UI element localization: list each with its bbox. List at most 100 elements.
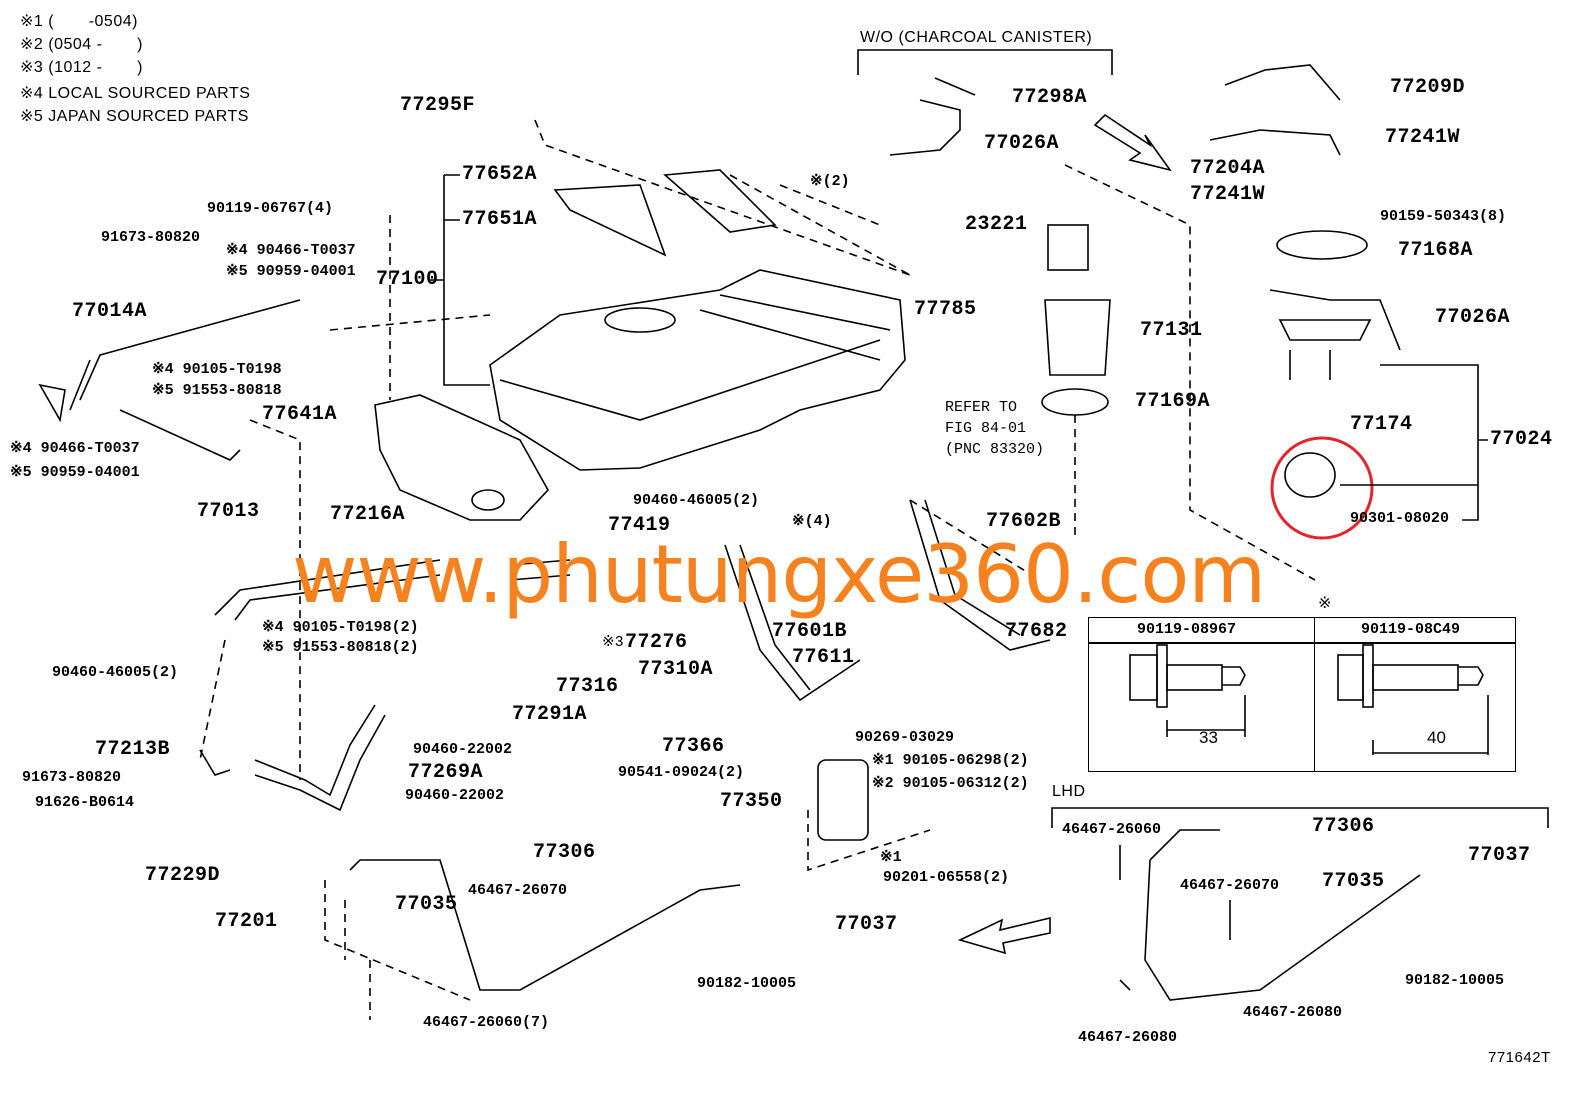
part-label[interactable]: 77366 <box>662 735 725 758</box>
bolt-part-2[interactable]: 90119-08C49 <box>1361 621 1461 638</box>
variant-note: W/O (CHARCOAL CANISTER) <box>860 29 1093 46</box>
part-label[interactable]: 77014A <box>72 300 148 323</box>
part-label-small[interactable]: ※3 <box>602 634 624 651</box>
tank-band <box>724 544 861 702</box>
part-label-small[interactable]: ※5 90959-04001 <box>226 263 356 280</box>
part-label-small[interactable]: 90201-06558(2) <box>883 869 1010 886</box>
refer-line-3: (PNC 83320) <box>945 441 1045 458</box>
part-label[interactable]: 77241W <box>1385 126 1461 149</box>
part-label-small[interactable]: 90269-03029 <box>855 729 955 746</box>
part-label[interactable]: 77602B <box>986 510 1062 533</box>
part-label[interactable]: 77037 <box>1468 844 1531 867</box>
part-label[interactable]: 77651A <box>462 208 538 231</box>
part-label[interactable]: 77306 <box>533 841 596 864</box>
wire-harness <box>1209 64 1341 156</box>
part-label[interactable]: 77298A <box>1012 86 1088 109</box>
part-label[interactable]: 77419 <box>608 514 671 537</box>
legend-line-3: ※3 (1012 - ) <box>20 59 143 76</box>
part-label[interactable]: 77295F <box>400 94 476 117</box>
part-label[interactable]: 77785 <box>914 298 977 321</box>
bolt-part-1[interactable]: 90119-08967 <box>1137 621 1237 638</box>
part-label[interactable]: 77306 <box>1312 815 1375 838</box>
part-label-small[interactable]: ※5 91553-80818(2) <box>262 639 419 656</box>
part-label-small[interactable]: ※4 90105-T0198(2) <box>262 619 419 636</box>
part-label[interactable]: 77682 <box>1005 620 1068 643</box>
diagram-code: 771642T <box>1488 1049 1551 1066</box>
part-label-small[interactable]: ※2 90105-06312(2) <box>872 775 1029 792</box>
direction-arrow-2 <box>957 916 1051 955</box>
part-label-small[interactable]: 90460-22002 <box>405 787 505 804</box>
part-label[interactable]: 77316 <box>556 675 619 698</box>
part-label-small[interactable]: ※1 <box>880 849 902 866</box>
part-label-small[interactable]: 90182-10005 <box>1405 972 1505 989</box>
part-label-small[interactable]: 90182-10005 <box>697 975 797 992</box>
part-label[interactable]: 77291A <box>512 703 588 726</box>
part-label[interactable]: 77310A <box>638 658 714 681</box>
part-label[interactable]: 77035 <box>395 893 458 916</box>
part-label-small[interactable]: ※5 90959-04001 <box>10 464 140 481</box>
part-label-small[interactable]: 90159-50343(8) <box>1380 208 1507 225</box>
part-label[interactable]: 77641A <box>262 403 338 426</box>
part-label-small[interactable]: 90460-22002 <box>413 741 513 758</box>
part-label-small[interactable]: 46467-26070 <box>1180 877 1280 894</box>
bolt-length-1: 33 <box>1199 728 1218 747</box>
heat-shield <box>553 184 667 257</box>
bolt-length-2: 40 <box>1427 728 1446 747</box>
part-label-small[interactable]: ※4 90105-T0198 <box>152 361 282 378</box>
part-label-small[interactable]: 91673-80820 <box>22 769 122 786</box>
part-label[interactable]: 77213B <box>95 738 171 761</box>
bolt-table-mark: ※ <box>1318 595 1332 612</box>
part-label[interactable]: 77209D <box>1390 76 1466 99</box>
fuel-lid <box>817 759 869 841</box>
part-label-small[interactable]: ※4 90466-T0037 <box>10 440 140 457</box>
part-label[interactable]: 23221 <box>965 213 1028 236</box>
part-label[interactable]: 77131 <box>1140 319 1203 342</box>
part-label[interactable]: 77013 <box>197 500 260 523</box>
part-label-small[interactable]: 46467-26070 <box>468 882 568 899</box>
part-label-small[interactable]: 90119-06767(4) <box>207 200 334 217</box>
part-label[interactable]: 77229D <box>145 864 221 887</box>
part-label[interactable]: 77350 <box>720 790 783 813</box>
part-label-small[interactable]: 46467-26060(7) <box>423 1014 550 1031</box>
part-label[interactable]: 77276 <box>625 631 688 654</box>
part-label[interactable]: 77611 <box>792 646 855 669</box>
part-label[interactable]: 77201 <box>215 910 278 933</box>
part-label-small[interactable]: ※(4) <box>792 513 832 530</box>
part-label[interactable]: 77169A <box>1135 390 1211 413</box>
part-label[interactable]: 77652A <box>462 163 538 186</box>
part-label-small[interactable]: 46467-26080 <box>1243 1004 1343 1021</box>
part-label-small[interactable]: ※4 90466-T0037 <box>226 242 356 259</box>
part-label-small[interactable]: ※(2) <box>810 173 850 190</box>
opener-cable-lhd <box>1144 829 1421 1001</box>
part-label[interactable]: 77601B <box>772 620 848 643</box>
part-label[interactable]: 77037 <box>835 913 898 936</box>
bolt-table-divider <box>1314 618 1315 771</box>
part-label[interactable]: 77174 <box>1350 413 1413 436</box>
refer-line-1: REFER TO <box>945 399 1018 416</box>
part-label[interactable]: 77241W <box>1190 183 1266 206</box>
tank-band-2 <box>909 499 1051 651</box>
wire-harness-2 <box>889 77 976 156</box>
part-label[interactable]: 77100 <box>376 268 439 291</box>
part-label-small[interactable]: 90460-46005(2) <box>52 664 179 681</box>
part-label-small[interactable]: 90301-08020 <box>1350 510 1450 527</box>
highlight-circle <box>1270 436 1374 540</box>
bolt-table: 90119-08967 90119-08C49 33 40 <box>1088 617 1516 772</box>
part-label[interactable]: 77035 <box>1322 870 1385 893</box>
part-label-small[interactable]: 46467-26080 <box>1078 1029 1178 1046</box>
part-label-small[interactable]: 91673-80820 <box>101 229 201 246</box>
part-label-small[interactable]: ※1 90105-06298(2) <box>872 752 1029 769</box>
part-label[interactable]: 77269A <box>408 761 484 784</box>
part-label-small[interactable]: 90460-46005(2) <box>633 492 760 509</box>
part-label[interactable]: 77204A <box>1190 157 1266 180</box>
part-label-small[interactable]: ※5 91553-80818 <box>152 382 282 399</box>
part-label[interactable]: 77024 <box>1490 428 1553 451</box>
part-label-small[interactable]: 91626-B0614 <box>35 794 135 811</box>
part-label-small[interactable]: 46467-26060 <box>1062 821 1162 838</box>
part-label[interactable]: 77216A <box>330 503 406 526</box>
part-label[interactable]: 77026A <box>1435 306 1511 329</box>
part-label[interactable]: 77168A <box>1398 239 1474 262</box>
part-label[interactable]: 77026A <box>984 132 1060 155</box>
part-label-small[interactable]: 90541-09024(2) <box>618 764 745 781</box>
